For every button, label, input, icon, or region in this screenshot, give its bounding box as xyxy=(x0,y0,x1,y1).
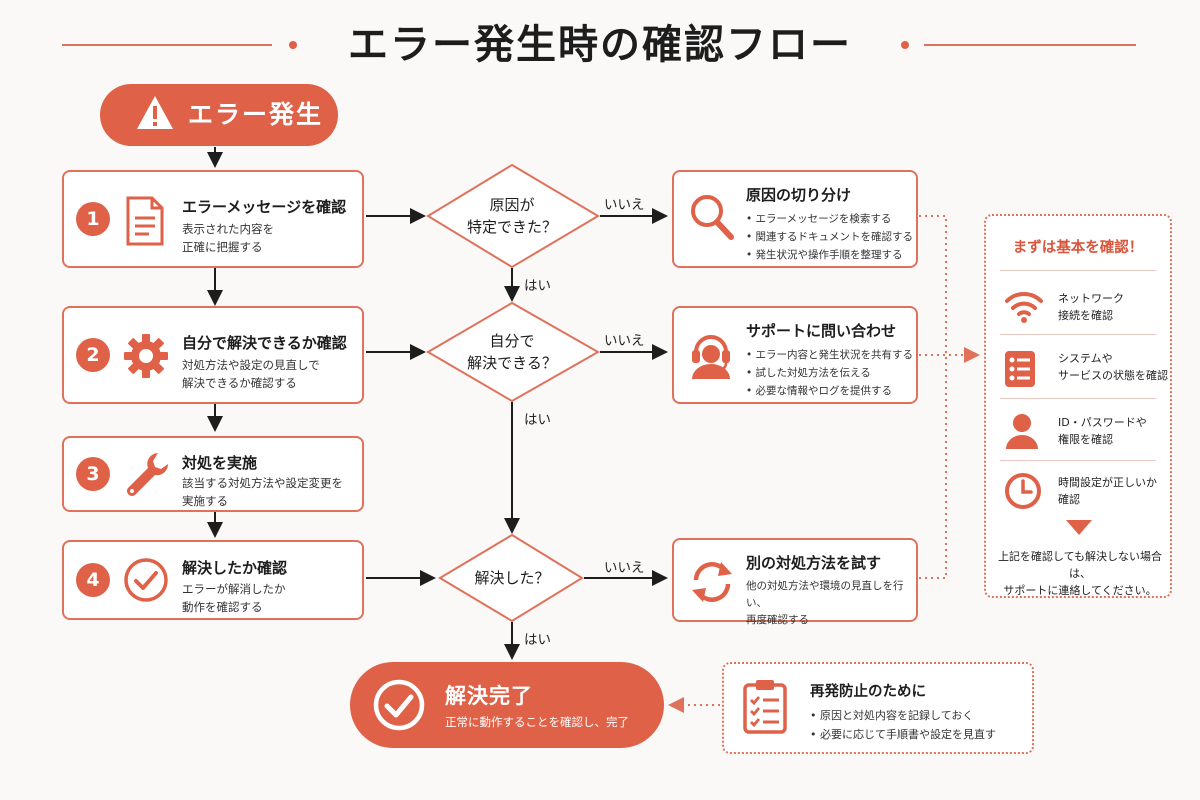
divider xyxy=(1000,398,1156,399)
divider xyxy=(1000,270,1156,271)
step-number: 2 xyxy=(76,338,110,372)
right-box-title: 原因の切り分け xyxy=(746,186,852,204)
branch-no-label-2: いいえ xyxy=(604,333,645,349)
gear-icon xyxy=(122,332,170,384)
refresh-icon xyxy=(688,558,736,610)
done-title: 解決完了 xyxy=(445,684,533,708)
decision-diamond-3 xyxy=(438,533,584,623)
list-item: 原因と対処内容を記録しておく xyxy=(810,706,996,725)
start-node: エラー発生 xyxy=(100,84,338,146)
right-box-list: エラー内容と発生状況を共有する 試した対処方法を伝える 必要な情報やログを提供す… xyxy=(746,346,914,400)
document-icon xyxy=(122,196,168,250)
list-item: 必要に応じて手順書や設定を見直す xyxy=(810,725,996,744)
title-dot-right xyxy=(901,41,909,49)
warning-icon xyxy=(136,94,174,136)
right-box-retry: 別の対処方法を試す 他の対処方法や環境の見直しを行い、 再度確認する xyxy=(672,538,918,626)
basic-check-item: システムや サービスの状態を確認 xyxy=(1058,352,1168,382)
decision-1-text: 原因が 特定できた？ xyxy=(466,196,557,236)
wifi-icon xyxy=(1004,288,1044,328)
title-dot-left xyxy=(289,41,297,49)
divider xyxy=(1000,334,1156,335)
right-box-desc: 他の対処方法や環境の見直しを行い、 再度確認する xyxy=(746,580,904,626)
step-1: 1 エラーメッセージを確認 表示された内容を 正確に把握する xyxy=(62,170,364,268)
list-item: 関連するドキュメントを確認する xyxy=(746,228,914,246)
step-number: 3 xyxy=(76,457,110,491)
support-headset-icon xyxy=(688,330,734,384)
branch-yes-label-3: はい xyxy=(524,632,551,648)
step-4: 4 解決したか確認 エラーが解消したか 動作を確認する xyxy=(62,540,364,620)
decision-diamond-2 xyxy=(426,301,601,403)
done-subtitle: 正常に動作することを確認し、完了 xyxy=(445,715,629,729)
step-title: 対処を実施 xyxy=(182,454,258,472)
check-circle-icon xyxy=(122,556,170,608)
step-3: 3 対処を実施 該当する対処方法や設定変更を 実施する xyxy=(62,436,364,512)
wrench-icon xyxy=(122,450,170,504)
prevention-title: 再発防止のために xyxy=(810,684,926,700)
right-box-title: 別の対処方法を試す xyxy=(746,554,882,572)
right-box-list: エラーメッセージを検索する 関連するドキュメントを確認する 発生状況や操作手順を… xyxy=(746,210,914,264)
basic-check-item: 時間設定が正しいか 確認 xyxy=(1058,476,1157,506)
step-2: 2 自分で解決できるか確認 対処方法や設定の見直しで 解決できるか確認する xyxy=(62,306,364,404)
branch-no-label-1: いいえ xyxy=(604,197,645,213)
basic-check-item: ネットワーク 接続を確認 xyxy=(1058,292,1124,322)
list-item: エラー内容と発生状況を共有する xyxy=(746,346,914,364)
right-box-isolate: 原因の切り分け エラーメッセージを検索する 関連するドキュメントを確認する 発生… xyxy=(672,170,918,268)
clock-icon xyxy=(1004,472,1042,514)
step-number: 1 xyxy=(76,202,110,236)
list-item: 試した対処方法を伝える xyxy=(746,364,913,382)
basic-check-item: ID・パスワードや 権限を確認 xyxy=(1058,416,1147,446)
prevention-list: 原因と対処内容を記録しておく 必要に応じて手順書や設定を見直す xyxy=(810,706,996,744)
check-circle-icon xyxy=(372,678,426,736)
start-label: エラー発生 xyxy=(188,100,324,129)
divider xyxy=(1000,460,1156,461)
search-icon xyxy=(688,192,736,246)
basic-check-title: まずは基本を確認！ xyxy=(1012,240,1144,256)
basic-check-note: 上記を確認しても解決しない場合は、 サポートに連絡してください。 xyxy=(997,550,1163,597)
step-title: エラーメッセージを確認 xyxy=(182,198,347,216)
decision-diamond-1 xyxy=(426,163,600,269)
page-title: エラー発生時の確認フロー xyxy=(348,22,852,68)
decision-3-text: 解決した？ xyxy=(474,569,550,587)
branch-yes-label-1: はい xyxy=(524,278,551,294)
right-box-support: サポートに問い合わせ エラー内容と発生状況を共有する 試した対処方法を伝える 必… xyxy=(672,306,918,404)
step-desc: 表示された内容を 正確に把握する xyxy=(182,222,274,254)
branch-no-label-3: いいえ xyxy=(604,560,645,576)
user-icon xyxy=(1004,412,1040,454)
decision-2-text: 自分で 解決できる？ xyxy=(467,332,557,372)
step-desc: 該当する対処方法や設定変更を 実施する xyxy=(182,476,343,508)
server-list-icon xyxy=(1004,350,1036,392)
clipboard-checklist-icon xyxy=(742,678,788,738)
step-number: 4 xyxy=(76,563,110,597)
list-item: エラーメッセージを検索する xyxy=(746,210,913,228)
basic-check-panel: まずは基本を確認！ ネットワーク 接続を確認 システムや サービスの状態を確認 … xyxy=(984,214,1172,598)
step-desc: エラーが解消したか 動作を確認する xyxy=(182,582,286,614)
dotted-link-right-boxes xyxy=(919,215,947,579)
step-title: 解決したか確認 xyxy=(182,559,288,577)
branch-yes-label-2: はい xyxy=(524,412,551,428)
right-box-title: サポートに問い合わせ xyxy=(746,322,897,340)
prevention-box: 再発防止のために 原因と対処内容を記録しておく 必要に応じて手順書や設定を見直す xyxy=(722,662,1034,754)
list-item: 発生状況や操作手順を整理する xyxy=(746,246,913,264)
list-item: 必要な情報やログを提供する xyxy=(746,382,913,400)
done-node: 解決完了 正常に動作することを確認し、完了 xyxy=(350,662,664,748)
triangle-down-icon xyxy=(1066,520,1092,535)
step-title: 自分で解決できるか確認 xyxy=(182,334,347,352)
step-desc: 対処方法や設定の見直しで 解決できるか確認する xyxy=(182,358,320,390)
